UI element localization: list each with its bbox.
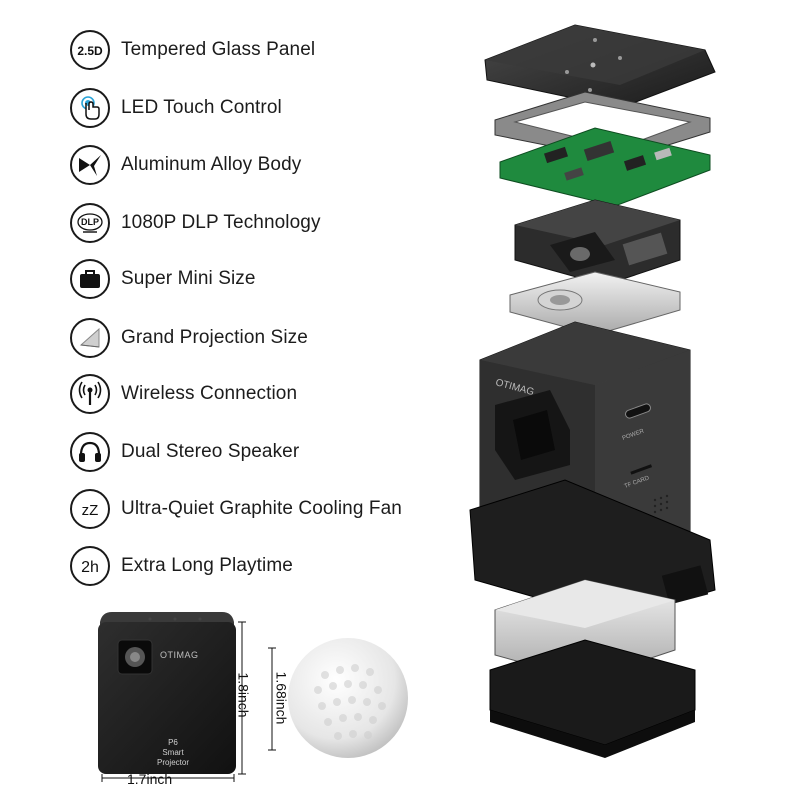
feature-label: Grand Projection Size: [121, 327, 308, 348]
briefcase-icon: [70, 259, 110, 299]
feature-item: LED Touch Control: [70, 86, 282, 130]
glass-panel-2-5d-icon: 2.5D: [70, 30, 110, 70]
brand-logo-text: OTIMAG: [160, 650, 199, 660]
mini-model-label: P6 Smart Projector: [148, 738, 198, 768]
svg-text:2h: 2h: [81, 559, 99, 576]
lower-bracket: [469, 479, 716, 621]
feature-item: 2h Extra Long Playtime: [70, 544, 293, 588]
headphones-icon: [70, 432, 110, 472]
feature-item: Wireless Connection: [70, 372, 297, 416]
feature-label: Extra Long Playtime: [121, 555, 293, 576]
feature-label: Super Mini Size: [121, 268, 256, 289]
mini-projector: [98, 612, 236, 774]
ball-dimension-label: 1.68inch: [273, 671, 290, 725]
exploded-projector-illustration: POWER TF CARD OTIMAG P6 Smart Projector: [469, 24, 716, 758]
dlp-chip-icon: DLP: [70, 203, 110, 243]
feature-item: 2.5D Tempered Glass Panel: [70, 28, 315, 72]
sleep-zzz-icon: zZ: [70, 489, 110, 529]
feature-item: DLP 1080P DLP Technology: [70, 201, 321, 245]
bottom-base: [489, 639, 696, 758]
width-dimension-label: 1.7inch: [127, 771, 173, 787]
mini-model-name: P6: [168, 738, 178, 747]
svg-text:DLP: DLP: [81, 217, 99, 227]
feature-label: Dual Stereo Speaker: [121, 441, 300, 462]
cooling-fan-plate: [509, 271, 681, 336]
feature-label: 1080P DLP Technology: [121, 212, 321, 233]
aluminum-alloy-icon: [70, 145, 110, 185]
circuit-board: [499, 127, 711, 207]
exploded-view: POWER TF CARD OTIMAG P6 Smart Projector: [455, 10, 755, 770]
mini-model-subtitle: Smart Projector: [156, 748, 189, 767]
golf-ball: [288, 638, 408, 758]
feature-label: Ultra-Quiet Graphite Cooling Fan: [121, 498, 402, 519]
feature-label: LED Touch Control: [121, 97, 282, 118]
feature-item: Super Mini Size: [70, 257, 256, 301]
feature-label: Wireless Connection: [121, 383, 298, 404]
glass-top-panel: [484, 24, 716, 109]
projection-screen-icon: [70, 318, 110, 358]
feature-item: Grand Projection Size: [70, 316, 308, 360]
battery-2h-icon: 2h: [70, 546, 110, 586]
feature-item: Aluminum Alloy Body: [70, 143, 301, 187]
svg-text:zZ: zZ: [82, 502, 99, 519]
feature-label: Aluminum Alloy Body: [121, 154, 302, 175]
optical-engine: [514, 199, 681, 286]
size-comparison-illustration: [98, 612, 408, 782]
dimension-lines: [101, 621, 276, 782]
touch-hand-icon: [70, 88, 110, 128]
size-comparison: [90, 600, 420, 800]
feature-item: zZ Ultra-Quiet Graphite Cooling Fan: [70, 487, 402, 531]
height-dimension-label: 1.8inch: [235, 672, 252, 718]
svg-text:2.5D: 2.5D: [77, 44, 103, 58]
wireless-antenna-icon: [70, 374, 110, 414]
feature-label: Tempered Glass Panel: [121, 39, 316, 60]
feature-item: Dual Stereo Speaker: [70, 430, 299, 474]
